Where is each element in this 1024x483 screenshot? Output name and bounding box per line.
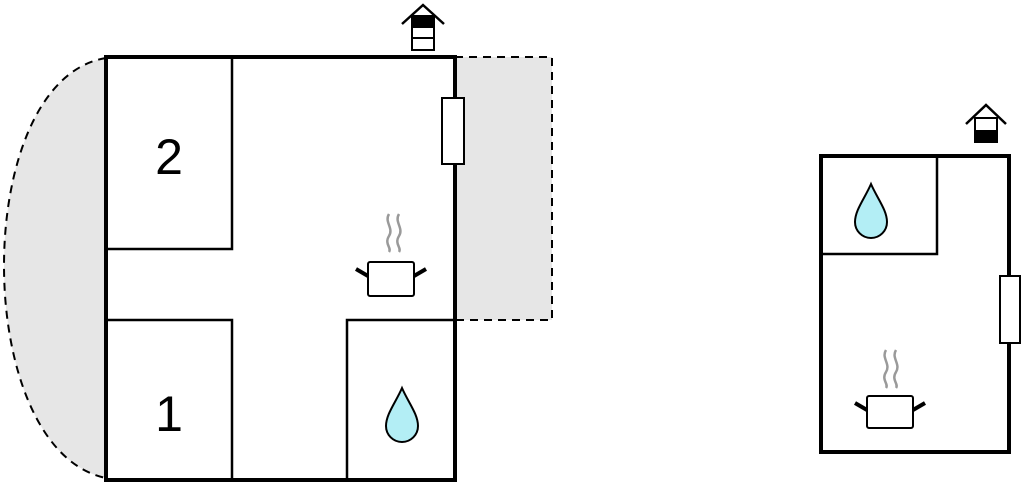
window-icon [999, 275, 1021, 344]
entrance-icon [401, 3, 445, 51]
room-label-1: 1 [155, 386, 183, 442]
room-label-2: 2 [155, 129, 183, 185]
garden-area [4, 58, 106, 478]
room-bedroom-2 [104, 55, 234, 251]
terrace-area-outline [455, 56, 553, 321]
room-bedroom-1 [104, 318, 234, 482]
floor-plan-small-unit [819, 103, 1021, 454]
room-bathroom-small [819, 154, 939, 256]
water-drop-icon [384, 385, 420, 443]
outer-wall [104, 55, 457, 482]
kitchen-pot-icon [853, 349, 927, 429]
garden-area-outline [3, 57, 107, 479]
entrance-icon [965, 103, 1007, 143]
window-icon [441, 97, 465, 165]
kitchen-pot-icon [354, 213, 428, 297]
floor-plan-main-unit: 2 1 [3, 3, 553, 482]
room-bathroom [345, 318, 457, 482]
terrace-area [455, 57, 552, 320]
water-drop-icon [853, 181, 889, 239]
